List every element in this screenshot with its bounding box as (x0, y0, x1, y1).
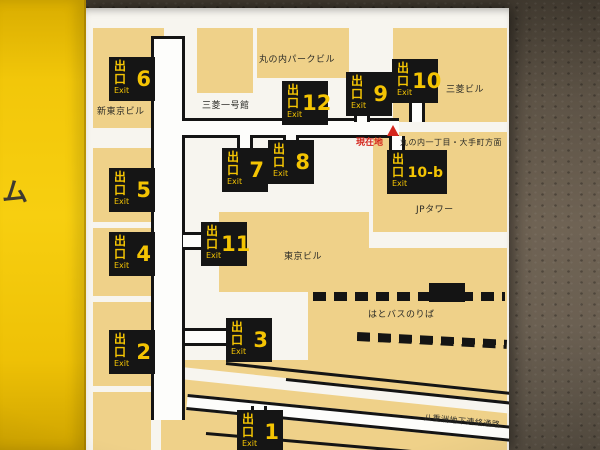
exit-kanji-label: 出口 (114, 332, 128, 360)
exit-number: 2 (136, 340, 151, 364)
building-block-park (257, 28, 349, 78)
exit-number: 4 (136, 242, 151, 266)
corridor-exit3 (185, 328, 229, 346)
panel-partial-text: ム (2, 178, 29, 208)
building-block-ichigokan (197, 28, 253, 93)
exit-en-label: Exit (273, 169, 289, 179)
exit-kanji-label: 出口 (227, 150, 241, 178)
label-hato-bus: はとバスのりば (368, 310, 435, 320)
exit-en-label: Exit (114, 86, 130, 96)
exit-box-8: 出口 Exit 8 (268, 140, 314, 184)
bus-stop-dashes-row1 (313, 292, 505, 301)
corridor-stub-exit10b (389, 136, 405, 152)
exit-en-label: Exit (227, 177, 243, 187)
exit-box-11: 出口 Exit 11 (201, 222, 251, 266)
exit-en-label: Exit (114, 197, 130, 207)
corridor-main-vertical (151, 36, 185, 420)
corridor-stub-exit10 (409, 100, 425, 122)
exit-number: 8 (295, 150, 310, 174)
exit-number: 11 (221, 232, 251, 256)
label-marunouchi-park: 丸の内パークビル (259, 55, 336, 65)
corridor-stub-exit7 (237, 135, 253, 151)
exit-number: 12 (302, 91, 332, 115)
exit-box-10: 出口 Exit 10 (392, 59, 442, 103)
exit-box-6: 出口 Exit 6 (109, 57, 155, 101)
exit-kanji-label: 出口 (397, 61, 411, 89)
exit-kanji-label: 出口 (287, 83, 301, 111)
exit-box-5: 出口 Exit 5 (109, 168, 155, 212)
exit-en-label: Exit (114, 359, 130, 369)
yellow-side-panel: ム (0, 0, 86, 450)
exit-kanji-label: 出口 (114, 170, 128, 198)
corridor-exit11 (183, 232, 205, 250)
exit-number: 10 (412, 69, 442, 93)
label-mitsubishi: 三菱ビル (446, 85, 485, 95)
label-direction: 丸の内一丁目・大手町方面 (400, 138, 502, 147)
bus-area-structure (429, 283, 465, 302)
exit-box-3: 出口 Exit 3 (226, 318, 272, 362)
exit-box-9: 出口 Exit 9 (346, 72, 392, 116)
current-location-triangle-icon (387, 125, 399, 136)
exit-kanji-label: 出口 (351, 74, 365, 102)
exit-number: 7 (249, 158, 264, 182)
exit-kanji-label: 出口 (114, 59, 128, 87)
label-shin-tokyo: 新東京ビル (97, 107, 145, 117)
exit-kanji-label: 出口 (114, 234, 128, 262)
label-ichigokan: 三菱一号館 (202, 101, 250, 111)
exit-kanji-label: 出口 (206, 224, 220, 252)
label-jp-tower: JPタワー (416, 205, 454, 215)
exit-kanji-label: 出口 (392, 152, 406, 180)
exit-number: 6 (136, 67, 151, 91)
exit-kanji-label: 出口 (273, 142, 287, 170)
exit-kanji-label: 出口 (231, 320, 245, 348)
corridor-stub-exit8 (283, 135, 299, 143)
exit-box-7: 出口 Exit 7 (222, 148, 268, 192)
exit-number: 5 (136, 178, 151, 202)
exit-box-12: 出口 Exit 12 (282, 81, 332, 125)
exit-kanji-label: 出口 (242, 412, 256, 440)
exit-box-10b: 出口 Exit 10-b (387, 150, 447, 194)
exit-number: 9 (373, 82, 388, 106)
exit-en-label: Exit (231, 347, 247, 357)
exit-en-label: Exit (242, 439, 258, 449)
exit-box-1: 出口 Exit 1 (237, 410, 283, 450)
exit-en-label: Exit (351, 101, 367, 111)
exit-number: 3 (253, 328, 268, 352)
exit-number: 10-b (407, 164, 443, 181)
label-tokyo-building: 東京ビル (284, 252, 323, 262)
exit-box-4: 出口 Exit 4 (109, 232, 155, 276)
exit-number: 1 (264, 420, 279, 444)
station-exit-map: 丸の内パークビル 三菱一号館 新東京ビル 三菱ビル JPタワー 東京ビル はとバ… (86, 8, 509, 450)
exit-box-2: 出口 Exit 2 (109, 330, 155, 374)
exit-en-label: Exit (397, 88, 413, 98)
exit-en-label: Exit (287, 110, 303, 120)
exit-en-label: Exit (206, 251, 222, 261)
exit-en-label: Exit (392, 179, 408, 189)
current-location-label: 現在地 (356, 138, 384, 148)
building-block-left-4 (93, 392, 151, 450)
exit-en-label: Exit (114, 261, 130, 271)
